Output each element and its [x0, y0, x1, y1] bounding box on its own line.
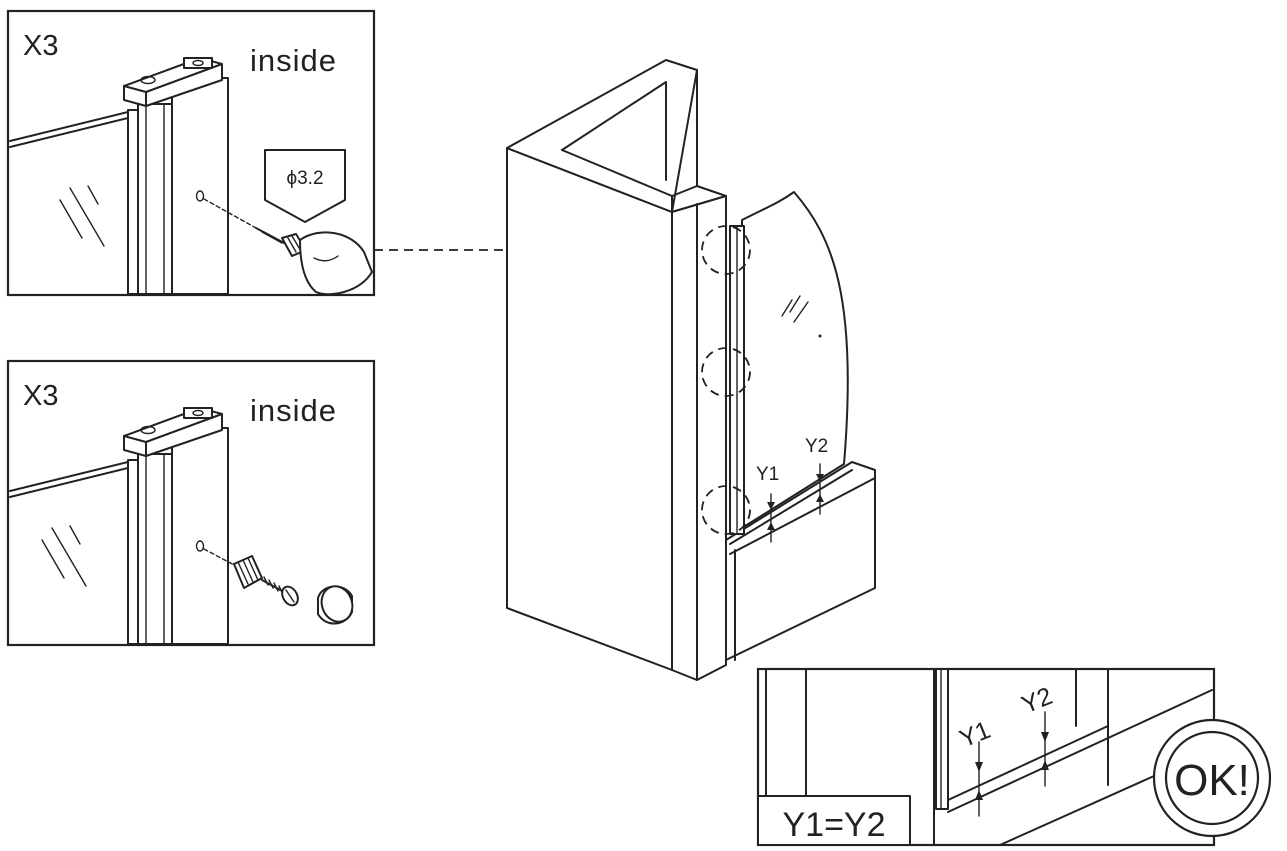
drill-quantity-label: X3: [23, 30, 58, 62]
bath-screen-assembly: Y1 Y2: [506, 59, 876, 681]
fixing-point-bottom: [701, 485, 751, 535]
screw-icon: [261, 576, 299, 607]
main-y2-label: Y2: [805, 436, 828, 457]
screw-quantity-label: X3: [23, 380, 58, 412]
wall-profile: [123, 407, 229, 645]
fixing-point-top: [701, 225, 751, 275]
screw-hole: [195, 540, 205, 552]
drill-hole: [195, 190, 205, 202]
gap-arrows: [767, 463, 824, 543]
gap-check-detail: Y1 Y2 Y1=Y2 OK!: [756, 667, 1272, 847]
screw-inside-label: inside: [250, 393, 337, 428]
wall-profile: [123, 57, 229, 295]
ok-badge: OK!: [1152, 718, 1272, 838]
power-drill-icon: [255, 227, 373, 296]
drill-size-tag: ϕ3.2: [264, 149, 346, 223]
equation-label: Y1=Y2: [782, 806, 885, 844]
drill-inside-label: inside: [250, 43, 337, 78]
cover-cap-icon: [317, 585, 354, 625]
drill-size-label: ϕ3.2: [286, 168, 323, 189]
screw-step-panel: X3 inside: [6, 359, 376, 647]
ok-label: OK!: [1174, 756, 1250, 805]
wall-plug-icon: [233, 555, 263, 589]
main-y1-label: Y1: [756, 464, 779, 485]
fixing-point-middle: [701, 347, 751, 397]
drill-step-panel: ϕ3.2 X3 inside: [6, 9, 376, 297]
